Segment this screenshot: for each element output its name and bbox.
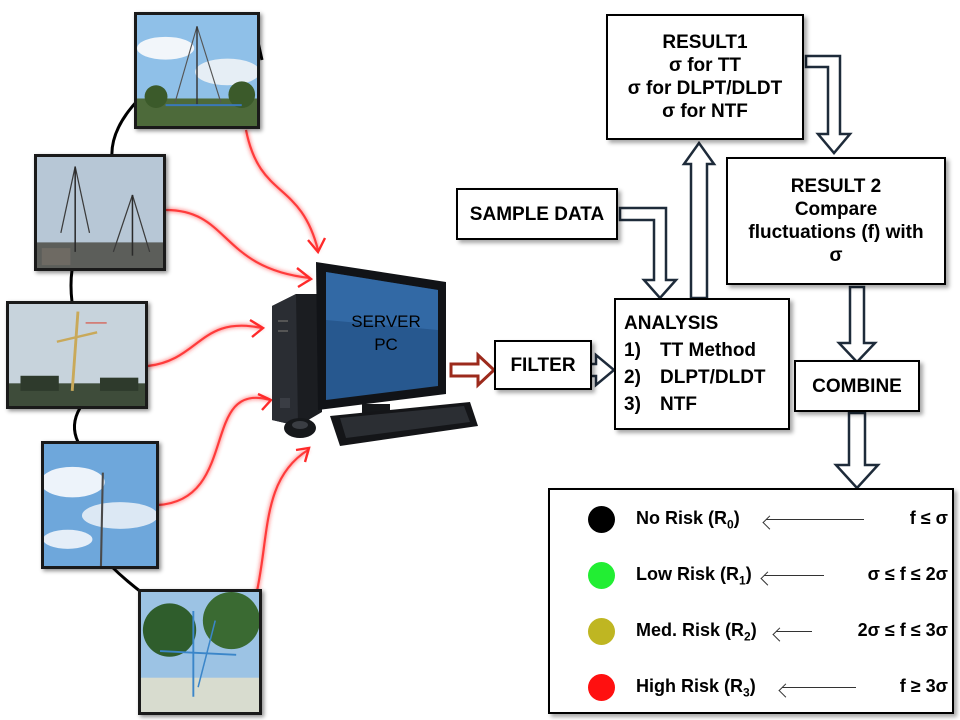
analysis-item: 3) NTF — [624, 391, 788, 418]
risk-label: Low Risk (R1) — [636, 564, 752, 588]
risk-close: ) — [733, 508, 740, 528]
left-arrow-icon — [782, 687, 856, 688]
result1-line: σ for DLPT/DLDT — [627, 78, 783, 99]
result2-line: σ — [829, 245, 843, 266]
server-pc-label: SERVER PC — [330, 310, 442, 356]
result2-line: Compare — [794, 199, 878, 220]
filter-box: FILTER — [494, 340, 592, 390]
risk-close: ) — [750, 620, 757, 640]
legend-row-no-risk: No Risk (R0) f ≤ σ — [550, 500, 960, 540]
risk-close: ) — [749, 676, 756, 696]
legend-row-high-risk: High Risk (R3) f ≥ 3σ — [550, 668, 960, 708]
combine-label: COMBINE — [812, 375, 902, 397]
risk-dot-icon — [588, 618, 615, 645]
analysis-box: ANALYSIS 1) TT Method 2) DLPT/DLDT 3) NTF — [614, 298, 790, 430]
sample-data-label: SAMPLE DATA — [469, 203, 605, 225]
server-pc-illustration — [272, 262, 478, 446]
antenna-photo-4 — [41, 441, 159, 569]
analysis-item: 1) TT Method — [624, 337, 788, 364]
server-label-line-1: SERVER — [351, 312, 421, 331]
risk-label: Med. Risk (R2) — [636, 620, 757, 644]
result1-line: σ for NTF — [662, 101, 748, 122]
risk-dot-icon — [588, 674, 615, 701]
risk-name: Med. Risk (R — [636, 620, 745, 640]
risk-condition: σ ≤ f ≤ 2σ — [867, 564, 948, 584]
analysis-item-number: 2) — [624, 367, 641, 388]
data-feed-links — [147, 129, 320, 601]
analysis-item-text: NTF — [660, 394, 697, 415]
antenna-photo-2 — [34, 154, 166, 271]
result2-box: RESULT 2 Compare fluctuations (f) with σ — [726, 157, 946, 285]
result1-line: σ for TT — [668, 55, 742, 76]
result2-title: RESULT 2 — [790, 176, 882, 197]
data-feed-arrowheads — [249, 237, 327, 463]
risk-subscript: 0 — [727, 517, 734, 532]
risk-legend: No Risk (R0) f ≤ σ Low Risk (R1) σ ≤ f ≤… — [548, 488, 954, 714]
analysis-item-number: 1) — [624, 340, 641, 361]
risk-condition: f ≤ σ — [909, 508, 948, 528]
left-arrow-icon — [766, 519, 864, 520]
left-arrow-icon — [764, 575, 824, 576]
risk-subscript: 3 — [743, 685, 750, 700]
risk-name: No Risk (R — [636, 508, 728, 528]
analysis-item-number: 3) — [624, 394, 641, 415]
sample-to-analysis-arrow — [618, 206, 679, 300]
risk-condition: f ≥ 3σ — [899, 676, 948, 696]
sample-data-box: SAMPLE DATA — [456, 188, 618, 240]
analysis-title: ANALYSIS — [624, 313, 719, 334]
combine-box: COMBINE — [794, 360, 920, 412]
legend-row-low-risk: Low Risk (R1) σ ≤ f ≤ 2σ — [550, 556, 960, 596]
server-to-filter-arrow — [449, 351, 497, 389]
result1-title: RESULT1 — [662, 32, 748, 53]
combine-to-legend-arrow — [833, 411, 881, 490]
analysis-to-result1-arrow — [681, 140, 717, 300]
result1-box: RESULT1 σ for TT σ for DLPT/DLDT σ for N… — [606, 14, 804, 140]
server-label-line-2: PC — [374, 335, 398, 354]
risk-label: High Risk (R3) — [636, 676, 756, 700]
analysis-item-text: DLPT/DLDT — [660, 367, 766, 388]
antenna-photo-3 — [6, 301, 148, 409]
risk-name: Low Risk (R — [636, 564, 740, 584]
risk-close: ) — [745, 564, 752, 584]
left-arrow-icon — [776, 631, 812, 632]
result1-to-result2-arrow — [804, 54, 853, 155]
antenna-photo-5 — [138, 589, 262, 715]
analysis-item: 2) DLPT/DLDT — [624, 364, 788, 391]
antenna-photo-1 — [134, 12, 260, 129]
risk-condition: 2σ ≤ f ≤ 3σ — [857, 620, 948, 640]
risk-subscript: 2 — [744, 629, 751, 644]
risk-label: No Risk (R0) — [636, 508, 740, 532]
result2-line: fluctuations (f) with — [748, 222, 924, 243]
risk-subscript: 1 — [739, 573, 746, 588]
legend-row-med-risk: Med. Risk (R2) 2σ ≤ f ≤ 3σ — [550, 612, 960, 652]
risk-name: High Risk (R — [636, 676, 744, 696]
risk-dot-icon — [588, 506, 615, 533]
result2-to-combine-arrow — [836, 285, 878, 364]
analysis-item-text: TT Method — [660, 340, 757, 361]
filter-label: FILTER — [510, 354, 576, 376]
risk-dot-icon — [588, 562, 615, 589]
